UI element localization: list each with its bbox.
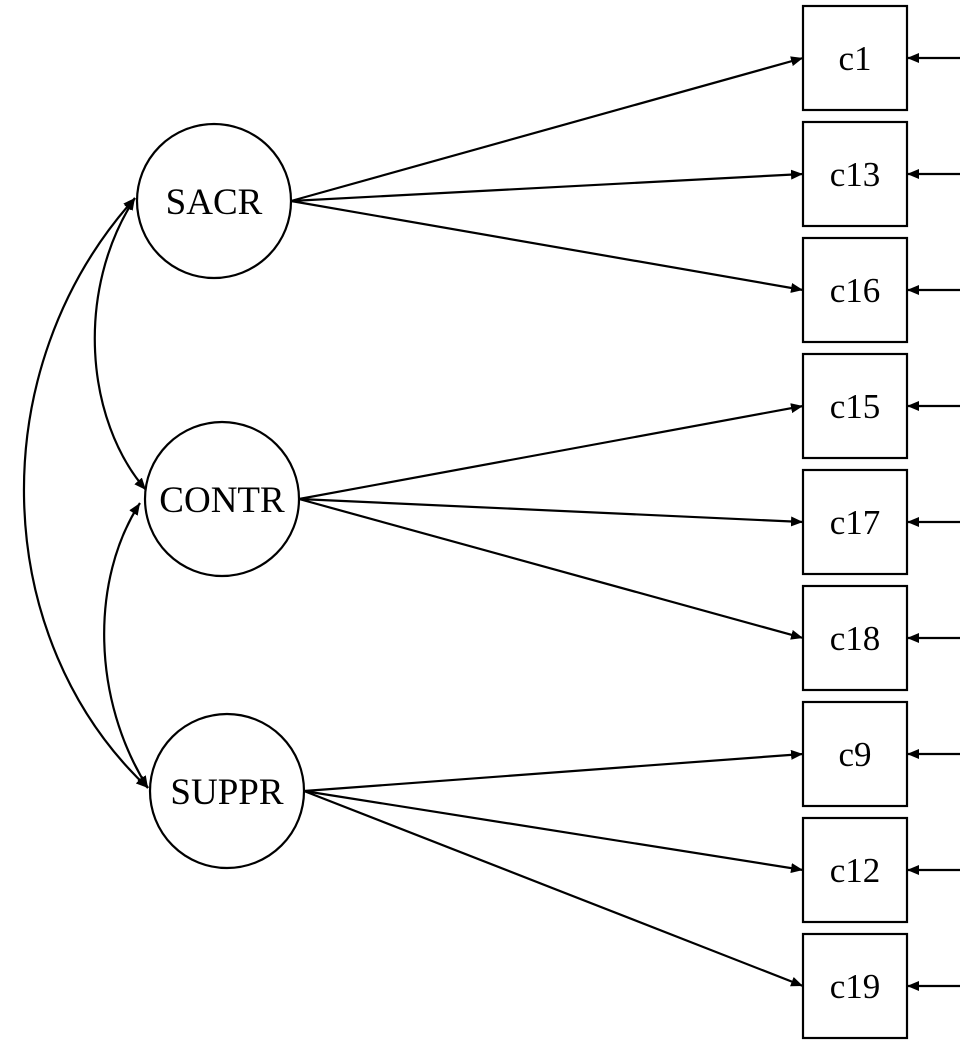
error-arrows [907,53,960,991]
latent-node-suppr: SUPPR [148,712,306,870]
indicator-label: c12 [830,851,881,890]
indicator-label: c15 [830,387,881,426]
indicator-box-c12: c12 [801,816,909,924]
latent-label: CONTR [159,480,285,521]
loading-arrow-c17 [298,497,804,527]
indicator-label: c13 [830,155,881,194]
indicator-box-c16: c16 [801,236,909,344]
indicator-box-c13: c13 [801,120,909,228]
indicator-label: c18 [830,619,881,658]
indicator-label: c9 [838,735,871,774]
loading-arrow-c16 [290,199,804,293]
indicator-label: c1 [838,39,871,78]
latent-node-contr: CONTR [143,420,301,578]
loading-arrow-c9 [303,749,804,793]
latent-label: SACR [166,182,263,223]
loading-arrow-c12 [303,789,804,874]
indicator-box-c1: c1 [801,4,909,112]
covariance-arrow-contr-suppr [103,502,149,789]
loading-arrow-c13 [290,169,804,203]
loading-arrow-c19 [303,789,804,988]
indicator-box-c18: c18 [801,584,909,692]
covariance-arrows [22,197,149,789]
indicator-label: c17 [830,503,881,542]
loading-arrow-c1 [290,56,804,203]
latent-label: SUPPR [170,772,283,813]
indicator-box-c19: c19 [801,932,909,1040]
covariance-arrow-sacr-suppr [22,197,149,789]
loading-arrow-c15 [298,403,804,501]
indicator-box-c17: c17 [801,468,909,576]
indicator-box-c15: c15 [801,352,909,460]
indicator-box-c9: c9 [801,700,909,808]
indicator-label: c16 [830,271,881,310]
loading-arrow-c18 [298,497,804,640]
covariance-arrow-sacr-contr [93,197,147,491]
loading-arrows [290,56,804,988]
indicator-label: c19 [830,967,881,1006]
latent-node-sacr: SACR [135,122,293,280]
